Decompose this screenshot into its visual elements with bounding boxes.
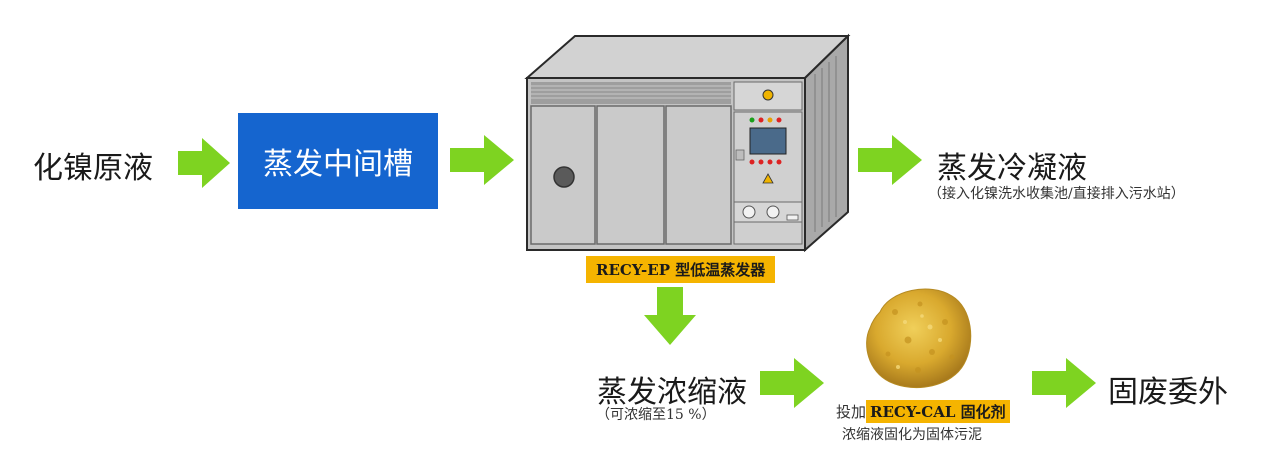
agent-name-tag: RECY-CAL 固化剂 <box>866 400 1010 423</box>
source-label: 化镍原液 <box>33 151 153 186</box>
flow-arrow-down <box>644 287 696 345</box>
condensate-note: （接入化镍洗水收集池/直接排入污水站） <box>928 186 1185 202</box>
solidifier-note: 浓缩液固化为固体污泥 <box>842 427 982 443</box>
solidifier-powder-image <box>860 282 976 398</box>
solidifier-agent-line: 投加 RECY-CAL 固化剂 <box>836 400 1010 423</box>
concentrate-label: 蒸发浓缩液 <box>597 375 747 410</box>
evaporator-model-tag: RECY-EP 型低温蒸发器 <box>586 256 776 283</box>
condensate-label: 蒸发冷凝液 <box>937 151 1087 186</box>
flow-arrow-4 <box>760 358 824 408</box>
flow-arrow-2 <box>450 135 514 185</box>
flow-arrow-5 <box>1032 358 1096 408</box>
evaporation-tank-box: 蒸发中间槽 <box>238 113 438 209</box>
evaporator-machine-image <box>522 32 852 256</box>
agent-prefix: 投加 <box>836 403 867 421</box>
final-disposal-label: 固废委外 <box>1108 375 1228 410</box>
flow-arrow-1 <box>178 138 230 188</box>
flow-arrow-3 <box>858 135 922 185</box>
concentrate-note: （可浓缩至15 %） <box>596 407 716 423</box>
evaporation-tank-label: 蒸发中间槽 <box>263 147 413 182</box>
